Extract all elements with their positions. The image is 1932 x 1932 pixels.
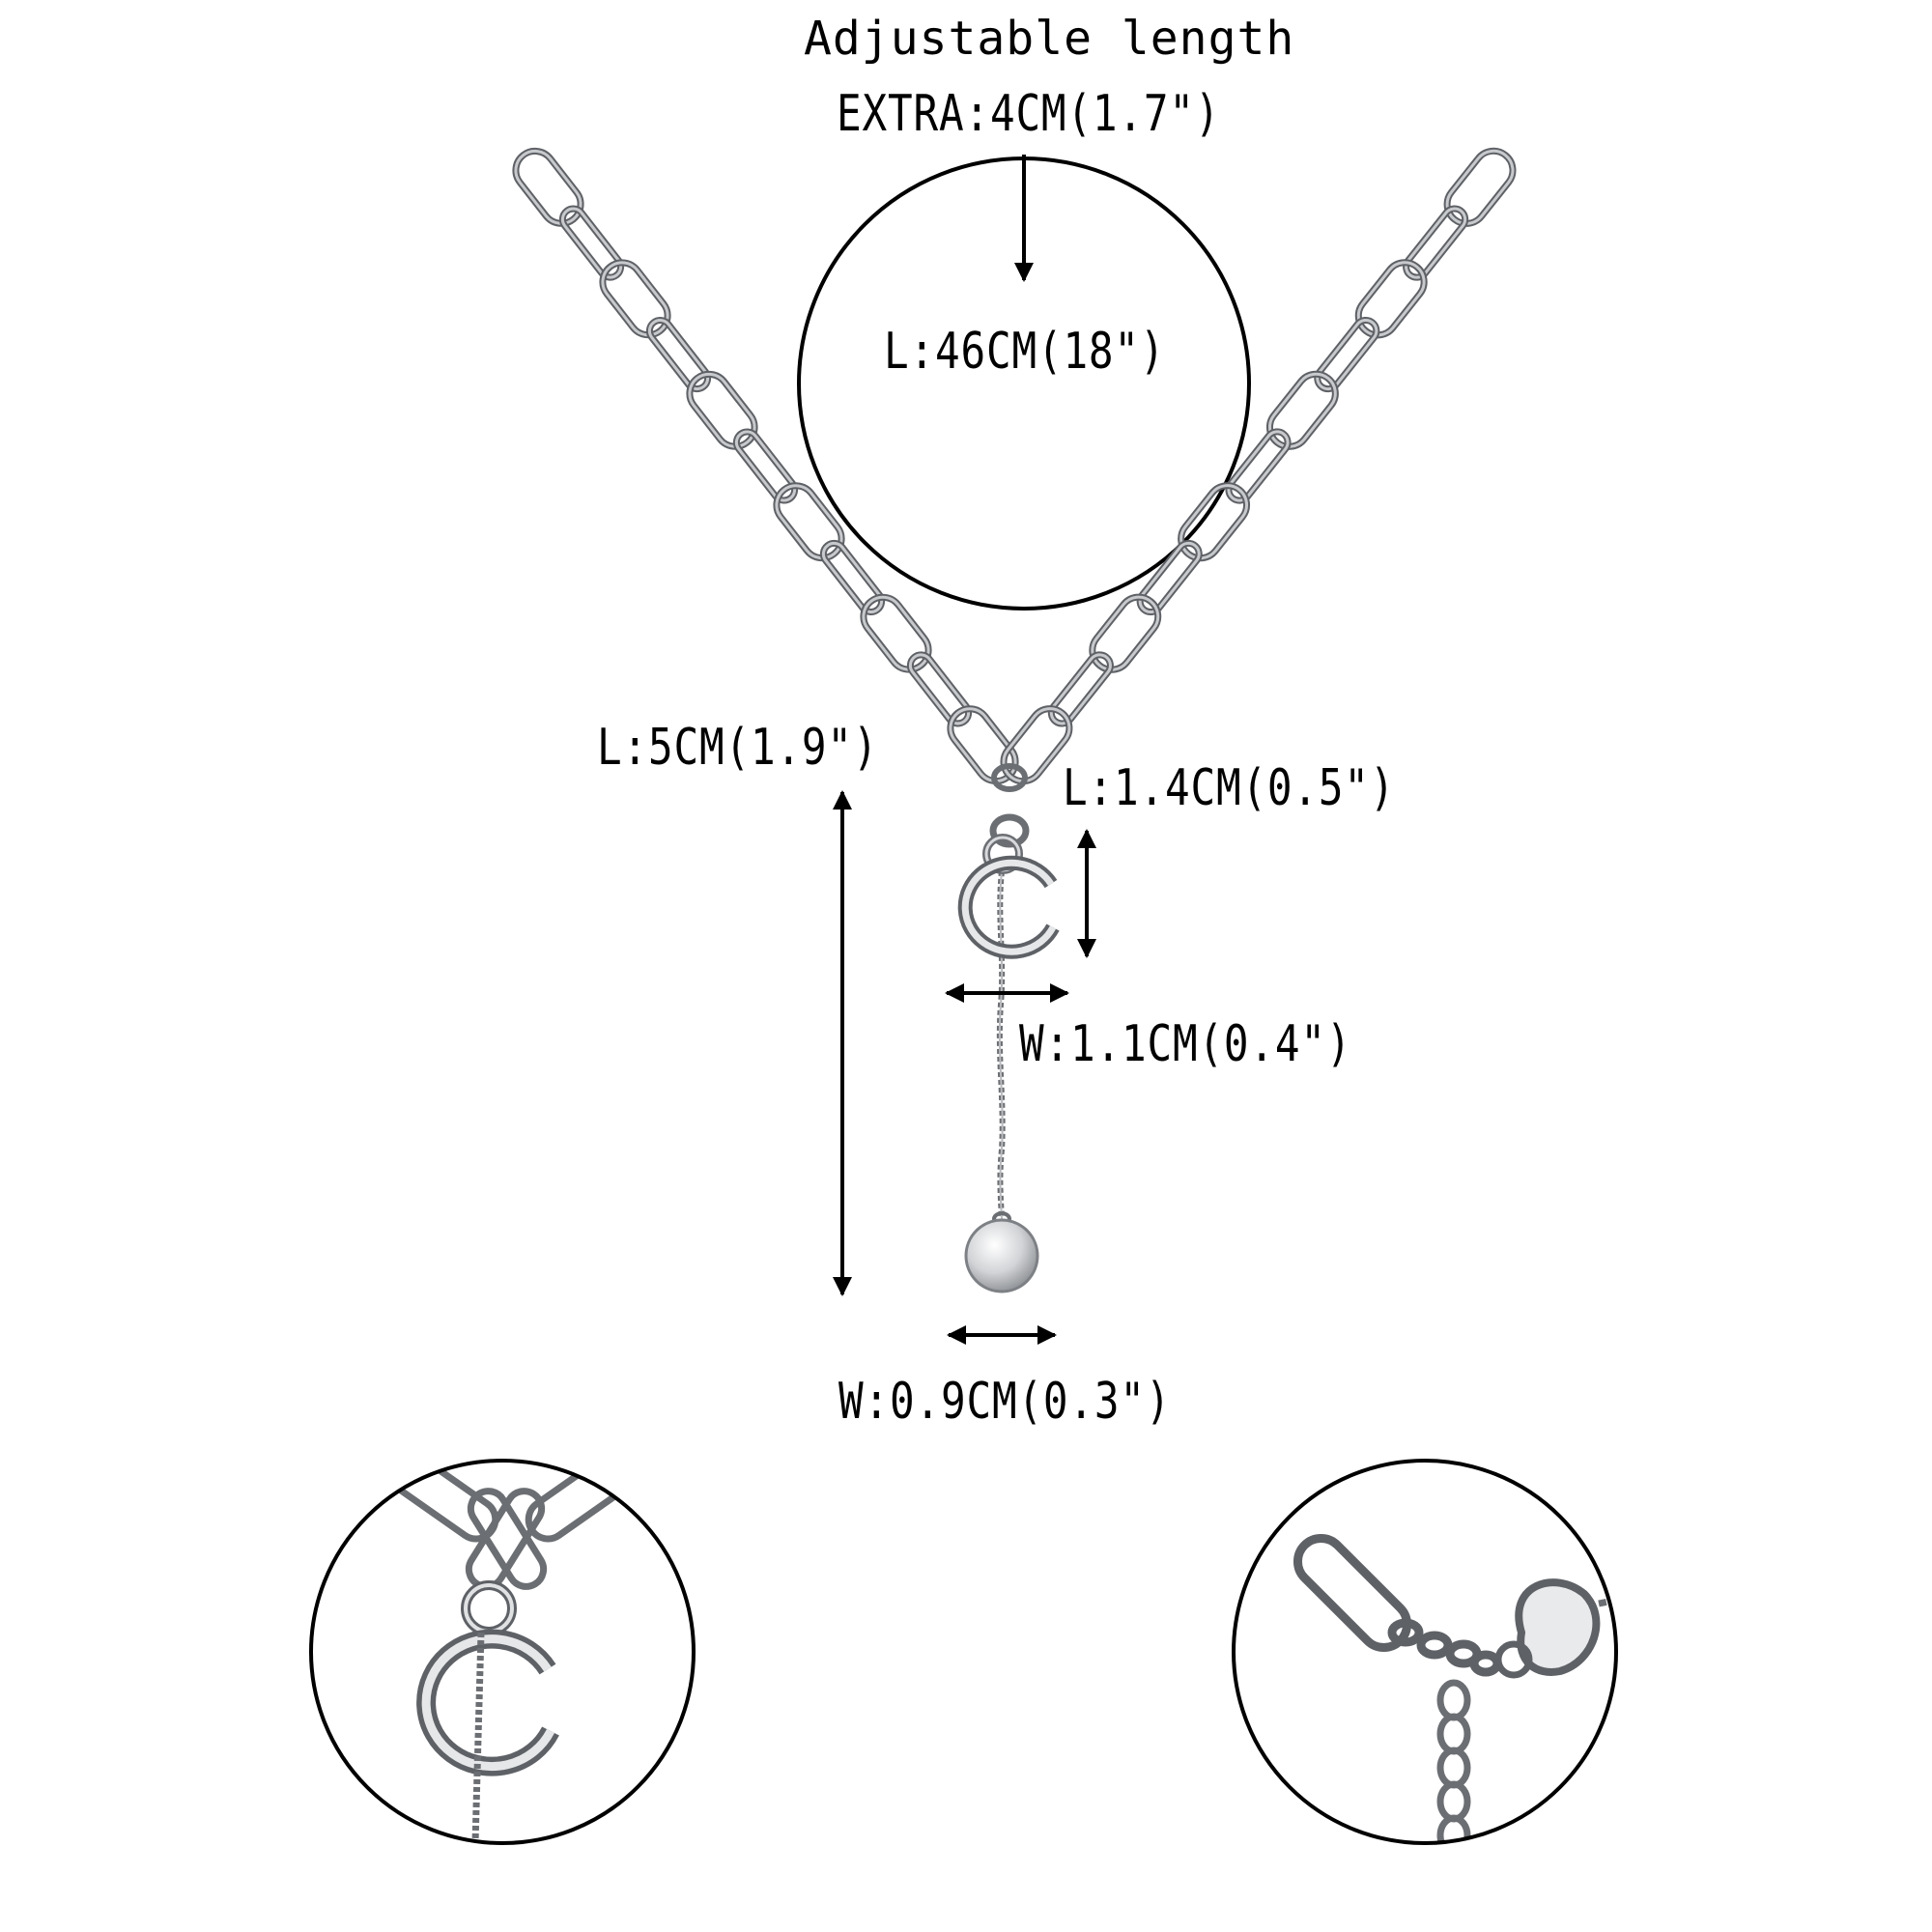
chain-link-highlight — [1227, 430, 1290, 502]
chain-link-highlight — [647, 319, 710, 391]
chain-link-highlight — [560, 207, 623, 279]
chain-link-highlight — [688, 372, 756, 448]
chain-link-highlight — [1405, 207, 1467, 279]
chain-link-highlight — [514, 149, 582, 225]
chain-link-highlight — [1091, 595, 1160, 671]
chain-link — [1403, 205, 1469, 281]
chain-link — [906, 651, 973, 727]
chain-link — [1136, 539, 1203, 616]
pendant-detail — [309, 1459, 696, 1845]
chain-link — [645, 317, 712, 393]
page-title: Adjustable length — [804, 12, 1295, 66]
chain-link-highlight — [1049, 653, 1112, 725]
letter-width-label: W:1.1CM(0.4") — [1019, 1015, 1352, 1073]
chain-link-highlight — [862, 595, 930, 671]
chain-link-highlight — [908, 653, 971, 725]
chain-length-label: L:46CM(18") — [884, 323, 1166, 381]
disc-pendant — [964, 1211, 1039, 1293]
letter-length-label: L:1.4CM(0.5") — [1063, 759, 1396, 817]
drop-chain — [996, 870, 1006, 1220]
chain-link-highlight — [734, 430, 797, 502]
chain-link-highlight — [1356, 261, 1426, 337]
letter-c-pendant — [957, 834, 1060, 959]
extra-length-label: EXTRA:4CM(1.7") — [837, 85, 1221, 143]
drop-length-label: L:5CM(1.9") — [597, 719, 879, 777]
chain-link — [1314, 316, 1380, 393]
chain-link-highlight — [1445, 149, 1515, 225]
chain-link-highlight — [1316, 318, 1378, 391]
chain-link — [1047, 651, 1114, 727]
chain-link-highlight — [1002, 707, 1071, 783]
chain-link — [732, 428, 799, 504]
chain-link-highlight — [775, 484, 843, 560]
chain-link-highlight — [1267, 372, 1337, 448]
chain-link-highlight — [601, 261, 669, 337]
disc-width-label: W:0.9CM(0.3") — [838, 1373, 1172, 1431]
paperclip-chain — [512, 147, 1517, 785]
connector-ring — [989, 813, 1030, 848]
chain-link-highlight — [821, 541, 884, 613]
chain-link-highlight — [1138, 541, 1201, 614]
chain-link-highlight — [1179, 484, 1249, 560]
clasp-detail — [1232, 1459, 1618, 1845]
chain-link — [558, 205, 625, 281]
connector-ring-top — [991, 763, 1028, 792]
